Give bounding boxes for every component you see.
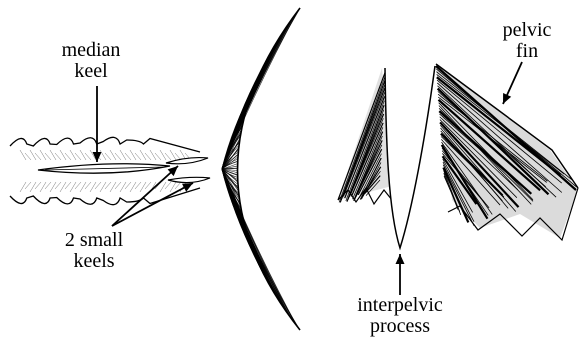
median-keel-arrow-head (93, 152, 102, 162)
small-keels-label-line1: 2 small (42, 230, 146, 251)
peduncle-hatch (65, 153, 71, 160)
interpelvic-process-label-line2: process (330, 316, 470, 337)
median-keel-label: median keel (43, 40, 139, 82)
peduncle-hatch (65, 182, 71, 189)
tail-ray (222, 168, 238, 169)
peduncle-hatch (130, 150, 136, 160)
peduncle-hatch (85, 182, 91, 189)
peduncle-hatch (165, 182, 171, 189)
peduncle-hatch (120, 150, 126, 160)
interpelvic-process-label-line1: interpelvic (330, 295, 470, 316)
peduncle-hatch (60, 150, 66, 160)
pelvic-fin-label: pelvic fin (491, 20, 563, 62)
peduncle-hatch (45, 153, 51, 160)
peduncle-hatch (50, 182, 56, 192)
peduncle-hatch (140, 150, 146, 160)
peduncle-hatch (40, 182, 46, 192)
peduncle-hatch (135, 153, 141, 160)
peduncle-hatch (170, 182, 176, 192)
peduncle-hatch (20, 150, 26, 160)
peduncle-hatch (95, 182, 101, 189)
peduncle-hatch (80, 150, 86, 160)
peduncle-hatch (100, 150, 106, 160)
peduncle-hatch (110, 182, 116, 192)
peduncle-hatch (70, 182, 76, 192)
peduncle-hatch (155, 153, 161, 160)
pelvic-fin-label-line2: fin (491, 41, 563, 62)
peduncle-hatch (25, 153, 31, 160)
peduncle-hatch (20, 182, 26, 192)
peduncle-hatch (75, 182, 81, 189)
interpelvic-process-label: interpelvic process (330, 295, 470, 337)
peduncle-hatch (135, 182, 141, 189)
peduncle-hatch (35, 153, 41, 160)
caudal-fin-drawing (174, 8, 300, 330)
peduncle-hatch (30, 150, 36, 160)
small-keels-label-line2: keels (42, 251, 146, 272)
peduncle-hatch (125, 153, 131, 160)
peduncle-hatch (60, 182, 66, 192)
peduncle-hatch (55, 182, 61, 189)
interpelvic-process (385, 66, 435, 248)
peduncle-hatch (140, 182, 146, 192)
peduncle-hatch (45, 182, 51, 189)
peduncle-hatch (125, 182, 131, 189)
peduncle-hatch (170, 150, 176, 160)
small-keels-label: 2 small keels (42, 230, 146, 272)
peduncle-hatch (115, 182, 121, 189)
lower-peduncle-edge (10, 188, 200, 205)
peduncle-hatch (80, 182, 86, 192)
upper-peduncle-edge (10, 137, 200, 152)
peduncle-hatch (110, 150, 116, 160)
peduncle-hatch (165, 153, 171, 160)
peduncle-hatch (25, 182, 31, 189)
peduncle-hatch (100, 182, 106, 192)
peduncle-hatch (115, 153, 121, 160)
peduncle-hatch (85, 153, 91, 160)
peduncle-hatch (30, 182, 36, 192)
pelvic-fins-drawing (338, 64, 578, 248)
peduncle-hatch (70, 150, 76, 160)
peduncle-hatch (145, 153, 151, 160)
peduncle-hatch (75, 153, 81, 160)
median-keel-label-line2: keel (43, 61, 139, 82)
peduncle-hatch (150, 150, 156, 160)
peduncle-hatch (130, 182, 136, 192)
peduncle-hatch (145, 182, 151, 189)
peduncle-hatch (50, 150, 56, 160)
peduncle-hatch (105, 153, 111, 160)
pelvic-fin-label-line1: pelvic (491, 20, 563, 41)
peduncle-hatch (160, 150, 166, 160)
peduncle-hatch (160, 182, 166, 192)
median-keel-label-line1: median (43, 40, 139, 61)
peduncle-hatch (40, 150, 46, 160)
peduncle-hatch (105, 182, 111, 189)
peduncle-hatch (175, 182, 181, 189)
peduncle-hatch (120, 182, 126, 192)
peduncle-hatch (90, 182, 96, 192)
interpelvic-process-arrow-head (396, 254, 405, 264)
peduncle-hatch (55, 153, 61, 160)
peduncle-hatch (35, 182, 41, 189)
